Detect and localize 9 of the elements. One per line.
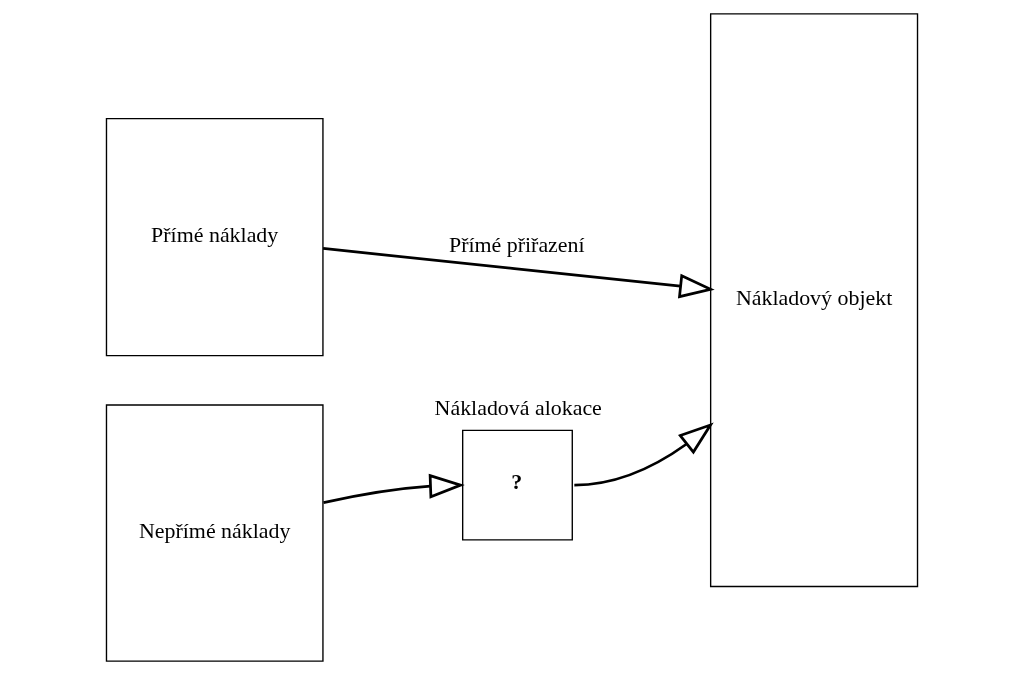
node-box: Nákladový objekt — [709, 13, 918, 588]
edge-label: Přímé přiřazení — [448, 231, 585, 257]
node-box: ? — [461, 429, 573, 541]
arrow — [322, 247, 715, 299]
node-label: Nákladová alokace — [434, 394, 602, 420]
node-box: Nepřímé náklady — [105, 404, 324, 662]
arrow — [322, 473, 465, 505]
arrow — [573, 422, 714, 487]
node-box: Přímé náklady — [105, 117, 324, 357]
